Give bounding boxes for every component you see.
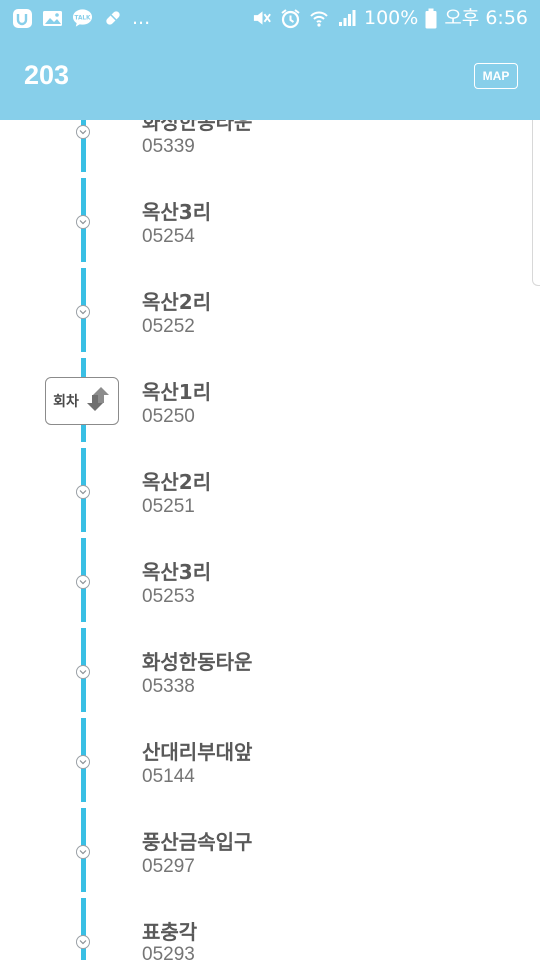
stop-name[interactable]: 화성한동타운	[142, 120, 253, 134]
stop-id: 05250	[142, 406, 195, 427]
stop-name[interactable]: 옥산2리	[142, 290, 212, 314]
stop-node-chevron-icon	[76, 215, 90, 229]
stop-name[interactable]: 옥산3리	[142, 200, 212, 224]
wifi-icon	[308, 8, 329, 29]
svg-text:TALK: TALK	[75, 15, 92, 21]
stop-id: 05339	[142, 136, 195, 157]
route-track-segment	[81, 120, 86, 172]
battery-percent: 100%	[364, 7, 419, 29]
stop-name[interactable]: 옥산1리	[142, 380, 212, 404]
stop-name[interactable]: 풍산금속입구	[142, 830, 253, 854]
route-number-title: 203	[24, 60, 70, 90]
scrollbar[interactable]	[532, 120, 540, 286]
battery-icon	[425, 8, 437, 29]
stop-name[interactable]: 옥산2리	[142, 470, 212, 494]
stop-list[interactable]: 화성한동타운 05339 옥산3리 05254 옥산2리 05252 회차 옥산…	[0, 120, 540, 960]
turnaround-badge: 회차	[45, 377, 119, 425]
status-time: 오후 6:56	[444, 7, 528, 29]
u-plus-icon	[12, 8, 33, 29]
stop-id: 05144	[142, 766, 195, 787]
stop-id: 05253	[142, 586, 195, 607]
stop-id: 05297	[142, 856, 195, 877]
stop-node-chevron-icon	[76, 485, 90, 499]
stop-node-chevron-icon	[76, 575, 90, 589]
status-right-icons: 100% 오후 6:56	[252, 7, 528, 29]
map-button[interactable]: MAP	[474, 63, 518, 89]
stop-node-chevron-icon	[76, 935, 90, 949]
stop-id: 05293	[142, 944, 195, 960]
pill-icon	[102, 8, 123, 29]
stop-node-chevron-icon	[76, 665, 90, 679]
mute-icon	[252, 8, 273, 29]
stop-name[interactable]: 표충각	[142, 920, 198, 944]
stop-node-chevron-icon	[76, 305, 90, 319]
stop-id: 05252	[142, 316, 195, 337]
stop-name[interactable]: 산대리부대앞	[142, 740, 253, 764]
stop-node-chevron-icon	[76, 845, 90, 859]
stop-id: 05251	[142, 496, 195, 517]
app-bar: 203 MAP	[0, 38, 540, 120]
stop-id: 05338	[142, 676, 195, 697]
talk-icon: TALK	[72, 8, 93, 29]
route-track-segment	[81, 898, 86, 960]
stop-name[interactable]: 화성한동타운	[142, 650, 253, 674]
turnaround-label: 회차	[53, 394, 79, 410]
status-more-text: ...	[132, 7, 151, 29]
stop-node-chevron-icon	[76, 125, 90, 139]
stop-name[interactable]: 옥산3리	[142, 560, 212, 584]
gallery-icon	[42, 8, 63, 29]
stop-node-chevron-icon	[76, 755, 90, 769]
alarm-icon	[280, 8, 301, 29]
status-bar: TALK ...	[0, 0, 540, 38]
status-left-icons: TALK ...	[12, 7, 150, 29]
signal-icon	[336, 8, 357, 29]
swap-arrows-icon	[85, 385, 111, 417]
stop-id: 05254	[142, 226, 195, 247]
